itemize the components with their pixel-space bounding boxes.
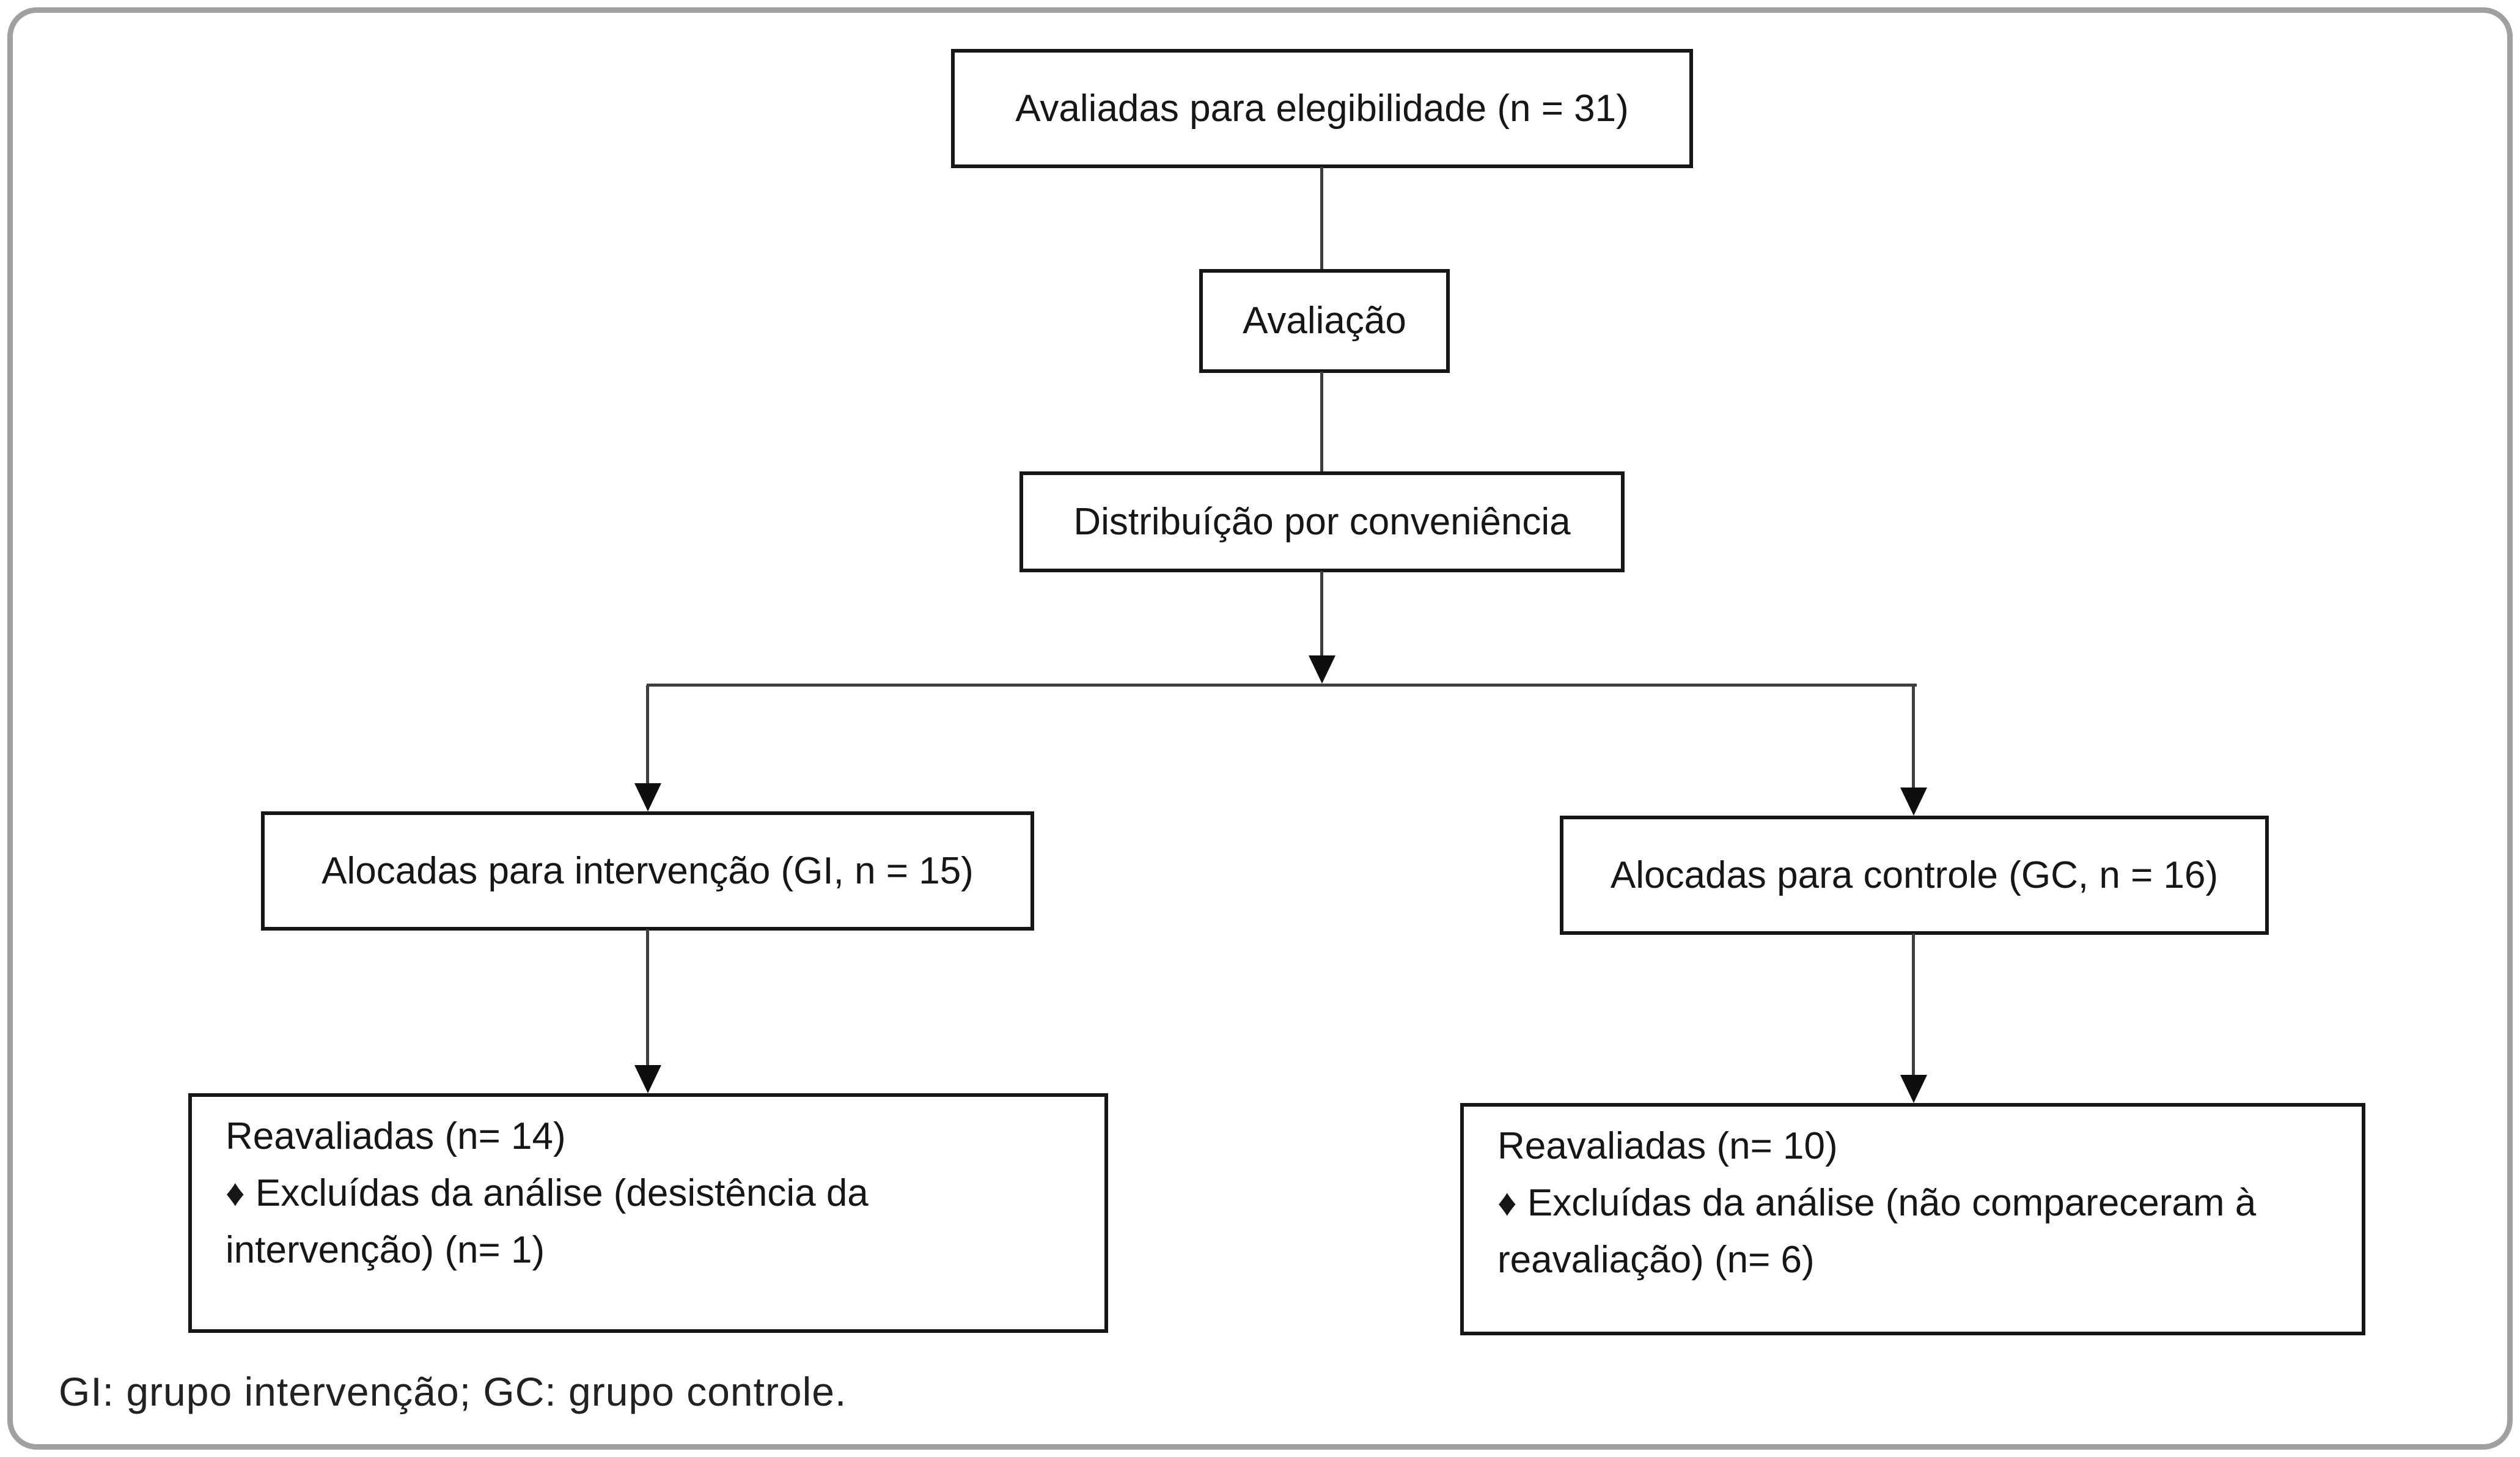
flow-box-assessment-label: Avaliação [1243,300,1406,342]
flow-box-intervention-group-label: Alocadas para intervenção (GI, n = 15) [321,849,974,892]
figure-footnote: GI: grupo intervenção; GC: grupo control… [59,1369,847,1414]
flow-box-eligibility-label: Avaliadas para elegibilidade (n = 31) [1015,87,1629,130]
connector-allocation-branch [1320,571,1323,657]
connector-branch-horizontal [647,684,1917,687]
intervention-followup-line1: Reavaliadas (n= 14) [226,1115,566,1157]
figure-border [7,7,2513,1450]
flow-box-allocation: Distribuíção por conveniência [1019,471,1625,572]
connector-intervention-followup [646,929,649,1066]
control-followup-line1: Reavaliadas (n= 10) [1497,1125,1838,1167]
flow-box-control-group: Alocadas para controle (GC, n = 16) [1560,816,2269,935]
arrow-down-icon [1900,1075,1927,1103]
flow-box-allocation-label: Distribuíção por conveniência [1073,500,1571,543]
connector-branch-control [1912,685,1915,788]
flow-box-control-group-label: Alocadas para controle (GC, n = 16) [1610,854,2219,896]
connector-branch-intervention [646,685,649,783]
arrow-down-icon [634,783,661,811]
connector-control-followup [1912,934,1915,1075]
flow-box-control-followup: Reavaliadas (n= 10) ♦ Excluídas da análi… [1460,1103,2365,1335]
flow-box-eligibility: Avaliadas para elegibilidade (n = 31) [951,49,1693,168]
flow-box-intervention-group: Alocadas para intervenção (GI, n = 15) [261,811,1034,931]
flow-box-intervention-followup: Reavaliadas (n= 14) ♦ Excluídas da análi… [188,1093,1108,1333]
arrow-down-icon [634,1065,661,1093]
flow-box-assessment: Avaliação [1199,269,1450,373]
arrow-down-icon [1309,655,1335,684]
arrow-down-icon [1900,788,1927,816]
control-followup-line2: ♦ Excluídas da análise (não compareceram… [1497,1182,2257,1281]
connector-assessment-allocation [1320,372,1323,473]
intervention-followup-line2: ♦ Excluídas da análise (desistência da i… [226,1172,869,1271]
connector-eligibility-assessment [1320,167,1323,270]
